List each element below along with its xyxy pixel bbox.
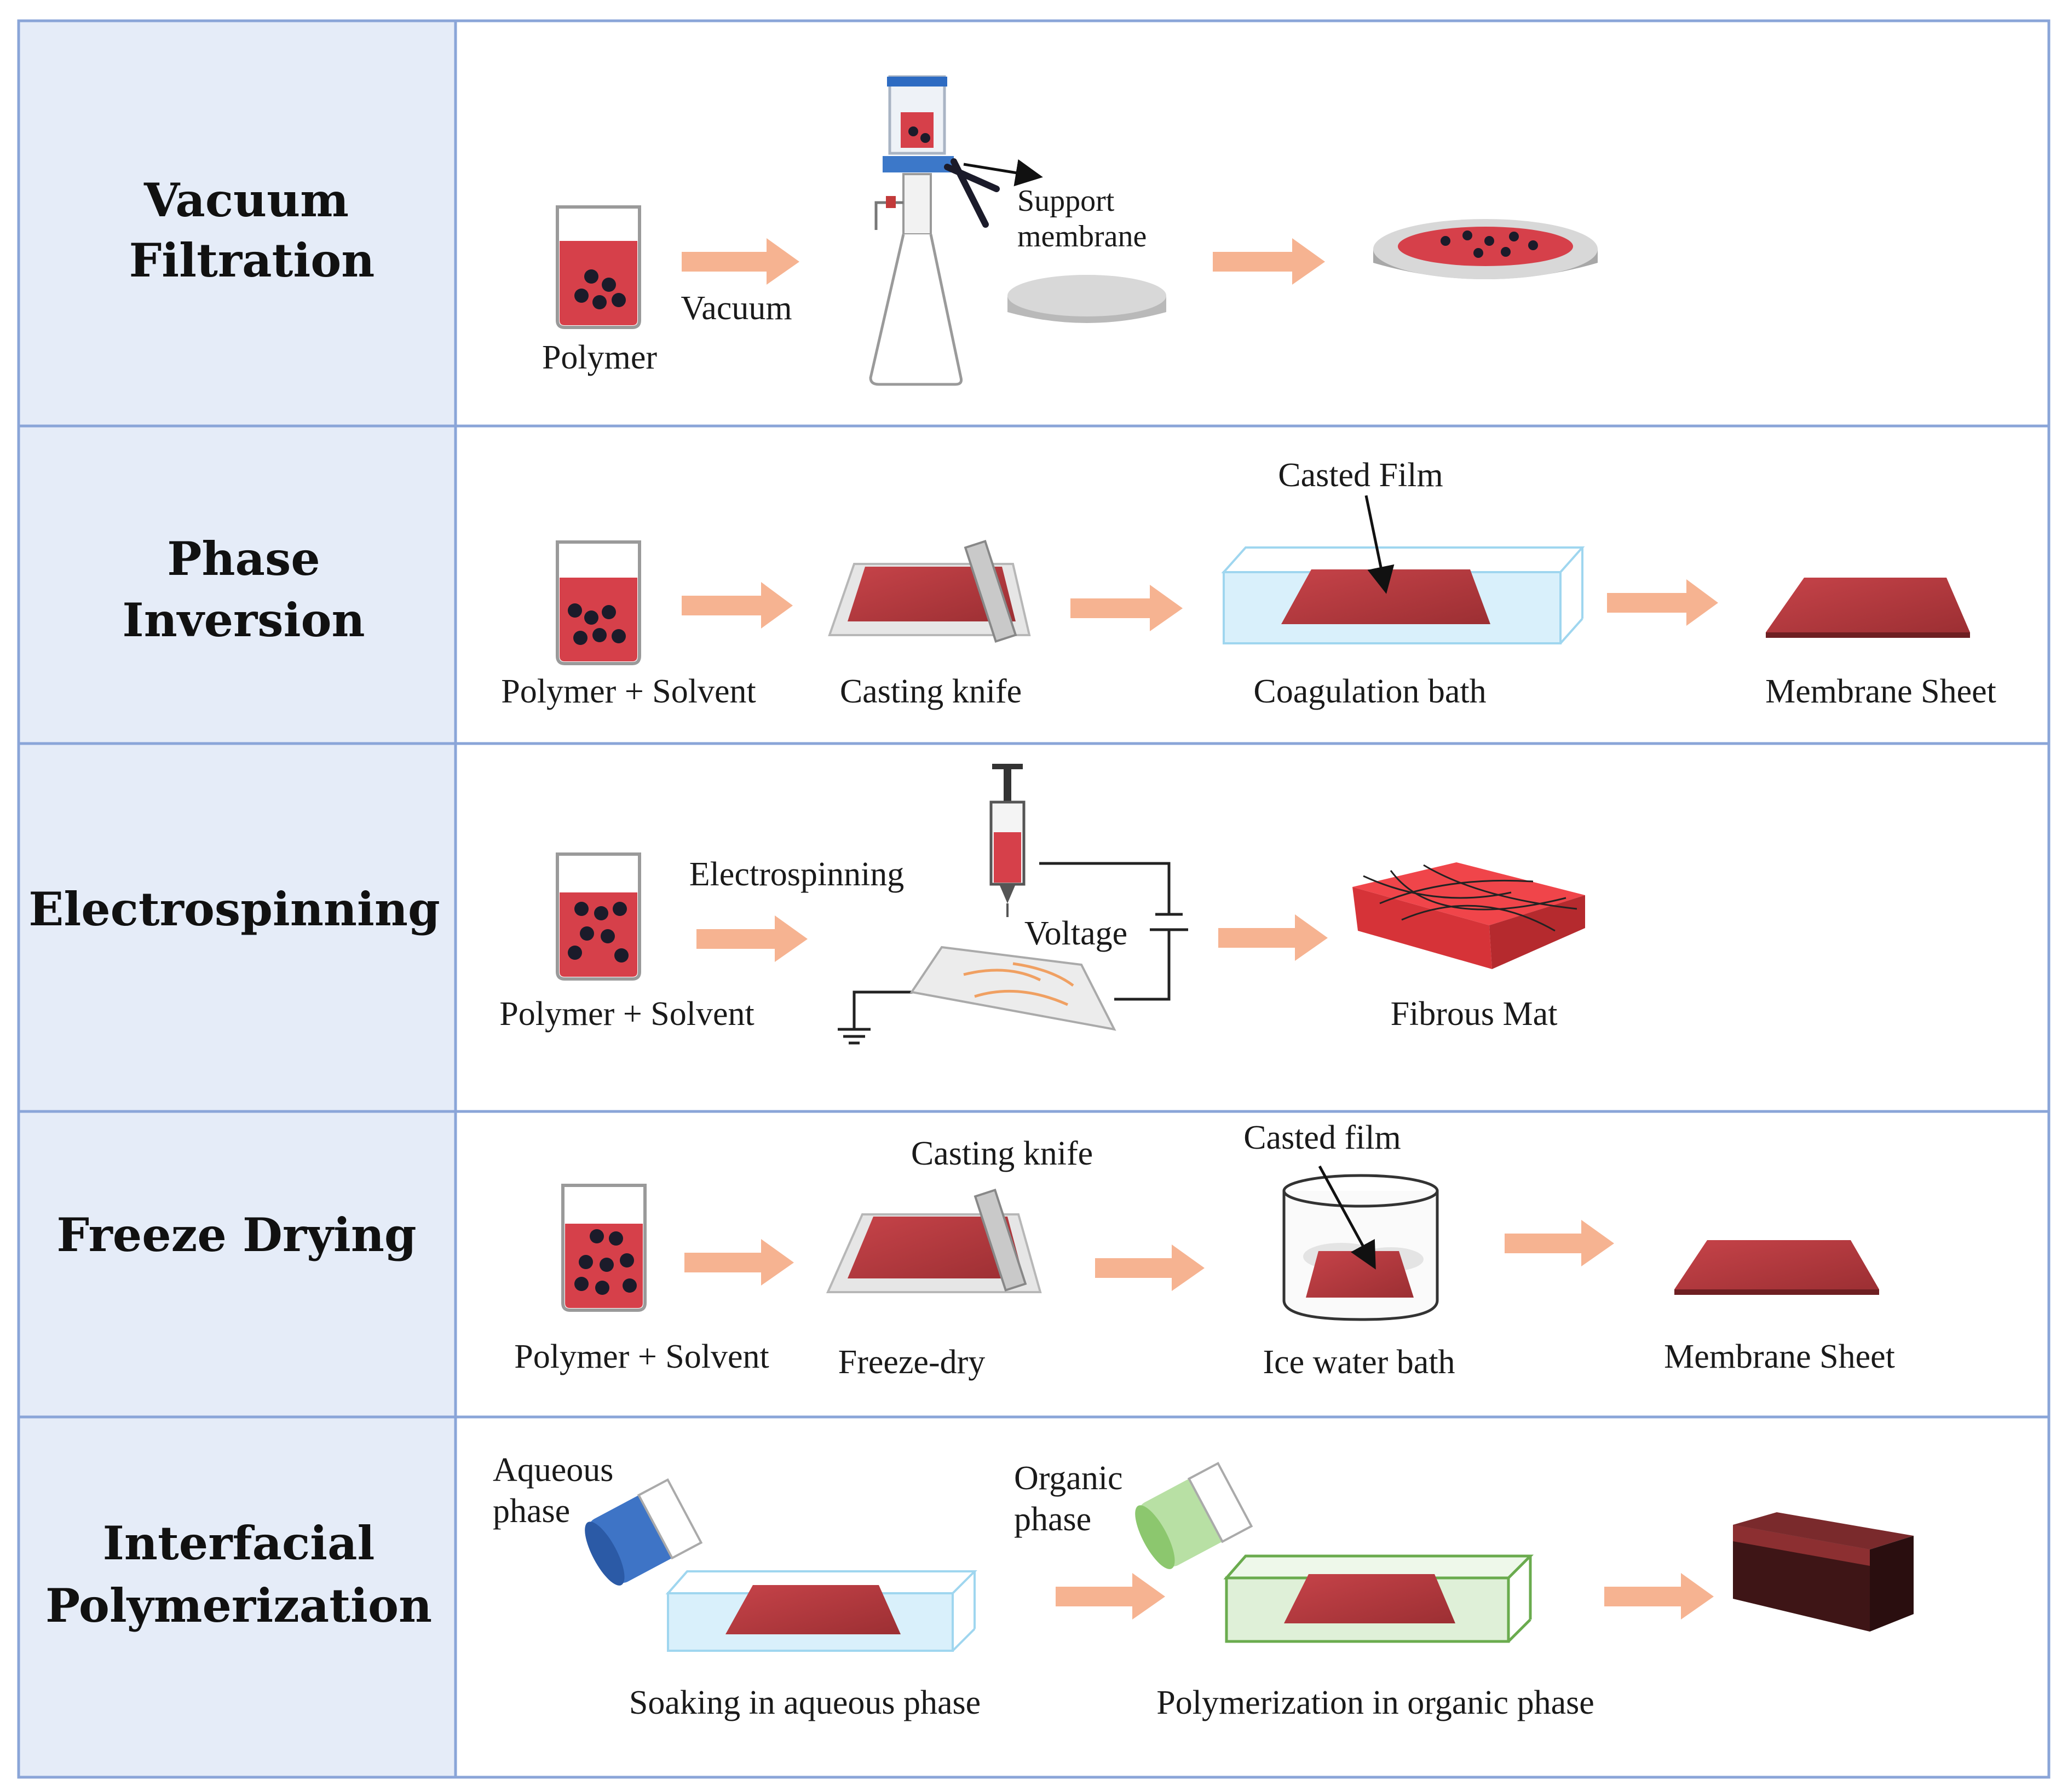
membrane-sheet-icon (1674, 1240, 1879, 1295)
label-membrane: membrane (1017, 220, 1147, 253)
label-voltage: Voltage (1024, 915, 1127, 952)
row-title-interfacial-1: Interfacial (103, 1516, 375, 1570)
arrow-icon (696, 915, 808, 962)
support-membrane-disc (1007, 275, 1166, 323)
table-grid (17, 19, 2051, 1779)
outer-border (17, 19, 2051, 1779)
syringe-icon (989, 764, 1026, 917)
casting-knife-icon (826, 1189, 1042, 1293)
label-freeze-dry: Freeze-dry (838, 1344, 986, 1381)
arrow-icon (1056, 1573, 1165, 1620)
polymer-block-icon (1733, 1512, 1914, 1632)
label-polymerization: Polymerization in organic phase (1156, 1684, 1594, 1721)
row-titles: Vacuum Filtration Phase Inversion Electr… (28, 173, 440, 1633)
casting-knife-icon (828, 540, 1031, 643)
vacuum-flask-icon (869, 75, 1000, 386)
label-casted-film: Casted film (1243, 1119, 1401, 1156)
label-fibrous-mat: Fibrous Mat (1391, 995, 1558, 1033)
collector-plate-icon (909, 946, 1116, 1031)
label-casting-knife: Casting knife (840, 673, 1022, 710)
row-title-vacuum-2: Filtration (129, 233, 375, 287)
label-organic-phase: phase (1014, 1501, 1091, 1538)
beaker-icon (561, 1184, 647, 1312)
beaker-icon (556, 205, 641, 329)
label-polymer-solvent: Polymer + Solvent (501, 673, 756, 710)
label-membrane-sheet: Membrane Sheet (1765, 673, 1996, 710)
pointer-line (1364, 495, 1395, 594)
pointer-line (1318, 1165, 1376, 1270)
row-phase-inversion: Polymer + Solvent Casting knife Casted F… (501, 457, 1996, 710)
label-vacuum: Vacuum (681, 290, 792, 327)
row-title-phase-2: Inversion (122, 593, 365, 647)
arrow-icon (684, 1239, 794, 1286)
membrane-disc-result (1373, 219, 1598, 279)
label-electrospinning: Electrospinning (689, 856, 905, 893)
label-casting-knife: Casting knife (911, 1135, 1093, 1172)
label-aqueous-phase: phase (493, 1493, 570, 1530)
left-panel-bg (19, 21, 456, 1777)
label-polymer-solvent: Polymer + Solvent (499, 995, 754, 1033)
membrane-sheet-icon (1766, 578, 1970, 638)
arrow-icon (682, 582, 793, 629)
label-ice-water-bath: Ice water bath (1263, 1344, 1455, 1381)
arrow-icon (1607, 579, 1718, 626)
aqueous-bottle-icon (585, 1478, 703, 1586)
arrow-icon (1604, 1573, 1714, 1620)
row-electrospinning: Polymer + Solvent Electrospinning Voltag… (499, 764, 1585, 1045)
fibrous-mat-icon (1352, 862, 1585, 969)
ice-bath-beaker-icon (1282, 1174, 1439, 1321)
arrow-icon (1213, 238, 1325, 285)
label-casted-film: Casted Film (1278, 457, 1443, 494)
coagulation-bath-icon (1221, 546, 1585, 644)
arrow-icon (682, 238, 799, 285)
organic-tray-icon (1223, 1554, 1534, 1643)
arrow-icon (1070, 585, 1183, 631)
row-freeze-drying: Polymer + Solvent Casting knife Freeze-d… (514, 1119, 1895, 1381)
arrow-icon (1505, 1220, 1614, 1266)
label-polymer: Polymer (542, 339, 657, 376)
arrow-icon (1095, 1244, 1205, 1291)
row-vacuum-filtration: Polymer Vacuum Support membrane (542, 75, 1598, 386)
label-support: Support (1017, 184, 1115, 218)
label-aqueous: Aqueous (493, 1451, 613, 1489)
beaker-icon (556, 852, 641, 981)
beaker-icon (556, 540, 641, 665)
label-coagulation-bath: Coagulation bath (1253, 673, 1486, 710)
pointer-line (963, 159, 1043, 187)
label-polymer-solvent: Polymer + Solvent (514, 1338, 769, 1375)
organic-bottle-icon (1135, 1461, 1253, 1569)
row-title-freeze-drying: Freeze Drying (56, 1208, 416, 1262)
row-title-phase-1: Phase (167, 532, 320, 586)
row-title-vacuum-1: Vacuum (143, 173, 349, 227)
row-title-interfacial-2: Polymerization (45, 1578, 432, 1633)
label-soaking: Soaking in aqueous phase (629, 1684, 981, 1721)
row-interfacial-polymerization: Aqueous phase Soaking in aqueous phase O… (493, 1451, 1914, 1721)
label-organic: Organic (1014, 1460, 1123, 1497)
aqueous-tray-icon (665, 1570, 977, 1652)
row-title-electrospinning: Electrospinning (28, 882, 440, 936)
arrow-icon (1218, 914, 1328, 961)
label-membrane-sheet: Membrane Sheet (1664, 1338, 1895, 1375)
voltage-circuit (838, 862, 1188, 1045)
